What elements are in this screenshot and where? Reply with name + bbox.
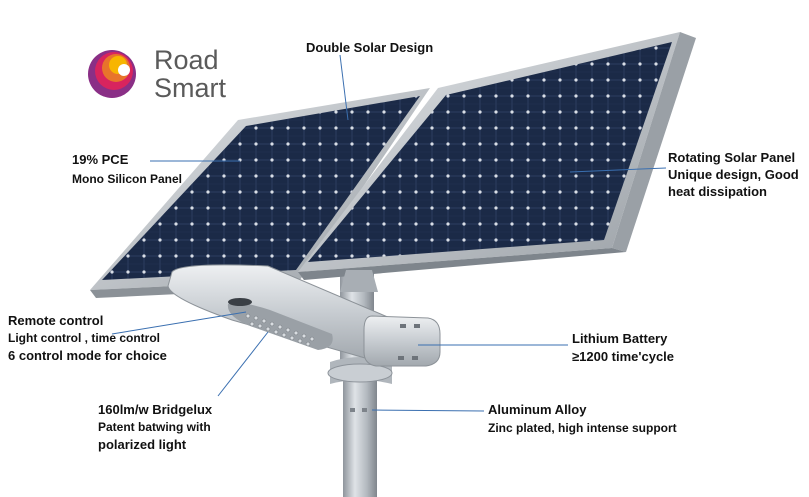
callout-battery-sub: ≥1200 time'cycle <box>572 349 675 364</box>
callout-remote-line3: 6 control mode for choice <box>8 348 167 363</box>
callout-battery-title: Lithium Battery <box>572 331 668 346</box>
callout-alloy-sub: Zinc plated, high intense support <box>488 421 677 435</box>
callout-alloy-title: Aluminum Alloy <box>488 402 587 417</box>
callout-rotating-line1: Rotating Solar Panel <box>668 150 796 165</box>
callout-rotating-line3: heat dissipation <box>668 184 767 199</box>
leader-lines <box>111 54 667 412</box>
callout-rotating-line2: Unique design, Good <box>668 167 799 182</box>
callout-pce-title: 19% PCE <box>72 152 129 167</box>
callout-led-line2: Patent batwing with <box>98 420 211 434</box>
callout-pce-sub: Mono Silicon Panel <box>72 172 183 186</box>
brand-name-line1: Road <box>154 45 219 75</box>
callout-remote-title: Remote control <box>8 313 104 328</box>
brand-name-line2: Smart <box>154 73 227 103</box>
brand-logo: Road Smart <box>84 40 244 110</box>
callout-led-line3: polarized light <box>98 437 187 452</box>
right-solar-panel <box>298 32 696 280</box>
callout-remote-line2: Light control , time control <box>8 331 160 345</box>
callout-double-solar: Double Solar Design <box>306 40 434 55</box>
brand-logo-mark-icon <box>88 50 136 98</box>
lamp-housing <box>167 264 441 367</box>
callout-led-title: 160lm/w Bridgelux <box>98 402 213 417</box>
